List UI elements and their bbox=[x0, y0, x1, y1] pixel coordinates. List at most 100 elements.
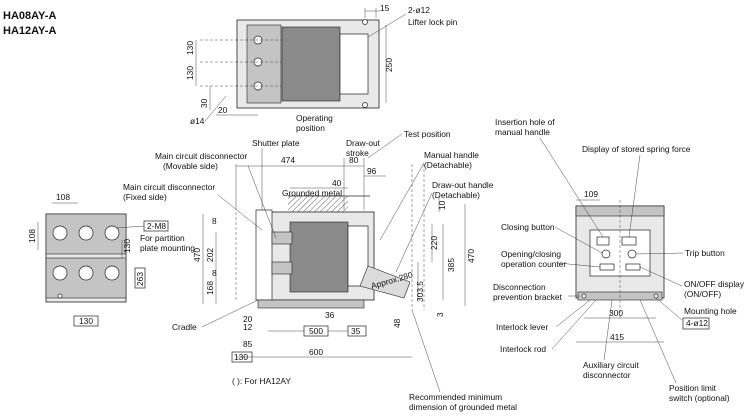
side-dim-48: 48 bbox=[392, 318, 402, 328]
side-view-front-panel bbox=[347, 225, 369, 287]
mounting-hole-1 bbox=[581, 293, 587, 299]
term-dim-263-box bbox=[134, 267, 146, 289]
side-dim-500-box bbox=[303, 325, 329, 337]
label-lifter-lock-pin: Lifter lock pin bbox=[408, 17, 458, 27]
label-grounded-metal: Grounded metal bbox=[282, 188, 342, 198]
onoff-display bbox=[625, 263, 641, 271]
side-dim-600: 600 bbox=[309, 347, 323, 357]
model-title-1: HA08AY-A bbox=[3, 10, 56, 22]
insertion-hole bbox=[596, 236, 610, 246]
top-view-terminals bbox=[246, 24, 282, 104]
term-dim-263: 263 bbox=[135, 272, 145, 286]
label-manual-handle-1: Manual handle bbox=[424, 150, 479, 160]
side-dim-470-left: 470 bbox=[192, 248, 202, 262]
front-view: 109 300 415 Insertion hole of manual han… bbox=[493, 117, 745, 403]
lifter-lock-pin-hole-2 bbox=[362, 102, 368, 108]
top-dim-20: 20 bbox=[218, 105, 228, 115]
label-counter-2: operation counter bbox=[501, 259, 566, 269]
label-pos-switch-2: switch (optional) bbox=[669, 393, 730, 403]
side-dim-202: 202 bbox=[205, 248, 215, 262]
side-dim-12: 12 bbox=[243, 322, 253, 332]
side-dim-470-right: 470 bbox=[466, 249, 476, 263]
term-dim-130: 130 bbox=[122, 239, 132, 253]
side-dim-80: 80 bbox=[349, 155, 359, 165]
side-dim-10: 10 bbox=[437, 200, 447, 210]
label-stored-spring: Display of stored spring force bbox=[582, 144, 691, 154]
label-operating-position-1: Operating bbox=[296, 113, 333, 123]
mounting-hole-spec-box bbox=[682, 317, 710, 330]
side-dim-474: 474 bbox=[281, 155, 295, 165]
label-drawout-stroke-1: Draw-out bbox=[346, 138, 381, 148]
terminal-l1 bbox=[52, 265, 68, 281]
label-closing-button: Closing button bbox=[501, 222, 555, 232]
side-dim-220: 220 bbox=[429, 236, 439, 250]
label-partition-1: For partition bbox=[140, 233, 185, 243]
mounting-hole-2 bbox=[653, 293, 659, 299]
mcd-upper bbox=[271, 231, 293, 245]
side-dim-20: 20 bbox=[243, 314, 253, 324]
label-disconnection-1: Disconnection bbox=[493, 282, 546, 292]
drawout-handle bbox=[359, 265, 411, 299]
side-dim-8-a: 8 bbox=[212, 216, 217, 226]
term-dim-108-top: 108 bbox=[56, 192, 70, 202]
side-dim-303-5: 303.5 bbox=[415, 281, 425, 302]
top-dim-130-a: 130 bbox=[185, 41, 195, 55]
top-view-breaker-body bbox=[281, 26, 341, 102]
side-dim-168: 168 bbox=[205, 281, 215, 295]
terminal-l3 bbox=[104, 265, 120, 281]
side-dim-385: 385 bbox=[446, 258, 456, 272]
top-dim-phi14: ø14 bbox=[190, 116, 205, 126]
side-dim-35-box bbox=[347, 325, 367, 337]
grounded-metal-hatch bbox=[288, 196, 348, 212]
closing-button[interactable] bbox=[601, 249, 611, 259]
label-trip-button: Trip button bbox=[685, 248, 725, 258]
top-dim-130-b: 130 bbox=[185, 66, 195, 80]
label-interlock-rod: Interlock rod bbox=[500, 344, 546, 354]
terminal-u1 bbox=[52, 225, 68, 241]
label-mcd-movable-1: Main circuit disconnector bbox=[155, 151, 247, 161]
terminal-view: 108 108 130 263 130 2-M8 For partition p… bbox=[27, 192, 195, 327]
top-dim-250: 250 bbox=[384, 58, 394, 72]
label-footnote: ( ): For HA12AY bbox=[232, 376, 291, 386]
label-onoff-2: (ON/OFF) bbox=[684, 289, 721, 299]
side-dim-85: 85 bbox=[243, 339, 253, 349]
terminal-view-bolt bbox=[57, 293, 63, 299]
trip-button[interactable] bbox=[627, 249, 637, 259]
front-dim-109: 109 bbox=[584, 189, 598, 199]
label-rec-min-1: Recommended minimum bbox=[409, 392, 502, 402]
side-dim-500: 500 bbox=[309, 326, 323, 336]
side-view: Approx.280 474 80 40 96 10 8 8 470 202 1… bbox=[123, 113, 517, 412]
top-view: 130 130 30 20 ø14 250 15 2-ø12 Lifter lo… bbox=[185, 3, 458, 126]
label-counter-1: Opening/closing bbox=[501, 249, 561, 259]
side-dim-96: 96 bbox=[367, 166, 377, 176]
top-dim-15: 15 bbox=[380, 3, 390, 13]
front-dim-415: 415 bbox=[610, 332, 624, 342]
side-dim-35: 35 bbox=[351, 326, 361, 336]
label-insertion-hole-2: manual handle bbox=[495, 127, 550, 137]
term-dim-130-bottom: 130 bbox=[79, 316, 93, 326]
side-view-breaker bbox=[289, 221, 349, 293]
terminal-u3 bbox=[104, 225, 120, 241]
side-dim-8-b: 8 bbox=[212, 268, 217, 278]
label-2-m8: 2-M8 bbox=[147, 221, 166, 231]
label-rec-min-2: dimension of grounded metal bbox=[409, 402, 517, 412]
label-drawout-handle-1: Draw-out handle bbox=[432, 180, 494, 190]
operation-counter bbox=[599, 263, 615, 271]
term-dim-130-box bbox=[73, 315, 99, 327]
label-mounting-hole-spec: 4-ø12 bbox=[686, 318, 708, 328]
label-aux-switch-1: Auxiliary circuit bbox=[583, 360, 640, 370]
label-insertion-hole-1: Insertion hole of bbox=[495, 117, 555, 127]
label-mounting-hole: Mounting hole bbox=[684, 306, 737, 316]
label-mcd-fixed-2: (Fixed side) bbox=[123, 192, 167, 202]
label-mcd-movable-2: (Movable side) bbox=[163, 161, 218, 171]
side-dim-36: 36 bbox=[325, 310, 335, 320]
shutter-plate bbox=[255, 209, 273, 301]
label-pos-switch-1: Position limit bbox=[669, 383, 717, 393]
label-cradle: Cradle bbox=[172, 322, 197, 332]
term-dim-108-left: 108 bbox=[27, 229, 37, 243]
label-disconnection-2: prevention bracket bbox=[493, 292, 563, 302]
side-dim-3: 3 bbox=[435, 312, 445, 317]
label-2-phi12: 2-ø12 bbox=[408, 5, 430, 15]
label-mcd-fixed-1: Main circuit disconnector bbox=[123, 182, 215, 192]
